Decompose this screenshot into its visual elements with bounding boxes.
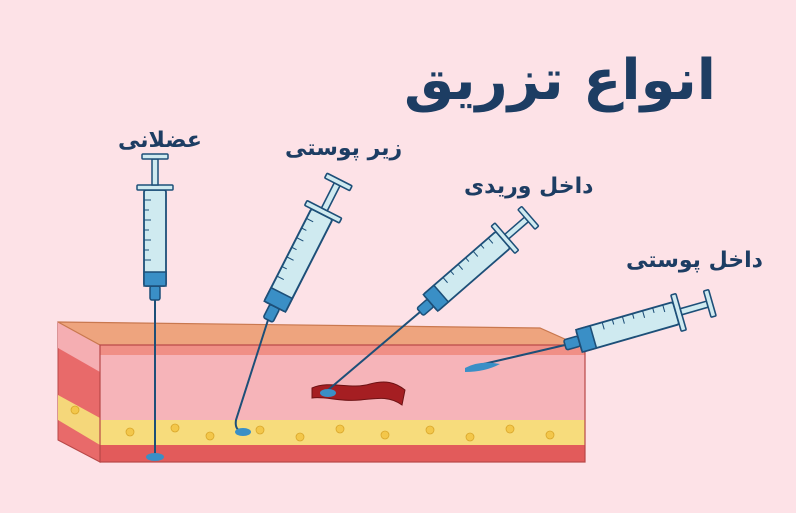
- syringe-intramuscular: [136, 153, 174, 301]
- syringe-intravenous: [407, 201, 543, 327]
- label-intravenous: داخل وریدی: [464, 174, 594, 199]
- label-intradermal: داخل پوستی: [626, 248, 763, 273]
- vein: [311, 381, 406, 406]
- syringe-intradermal: [558, 283, 719, 365]
- label-intramuscular: عضلانی: [118, 128, 202, 153]
- syringe-subcutaneous: [249, 169, 358, 330]
- skin-block: [57, 321, 586, 463]
- label-subcutaneous: زیر پوستی: [285, 136, 403, 161]
- injection-deposit: [146, 453, 164, 461]
- page-title: انواع تزریق: [404, 48, 716, 113]
